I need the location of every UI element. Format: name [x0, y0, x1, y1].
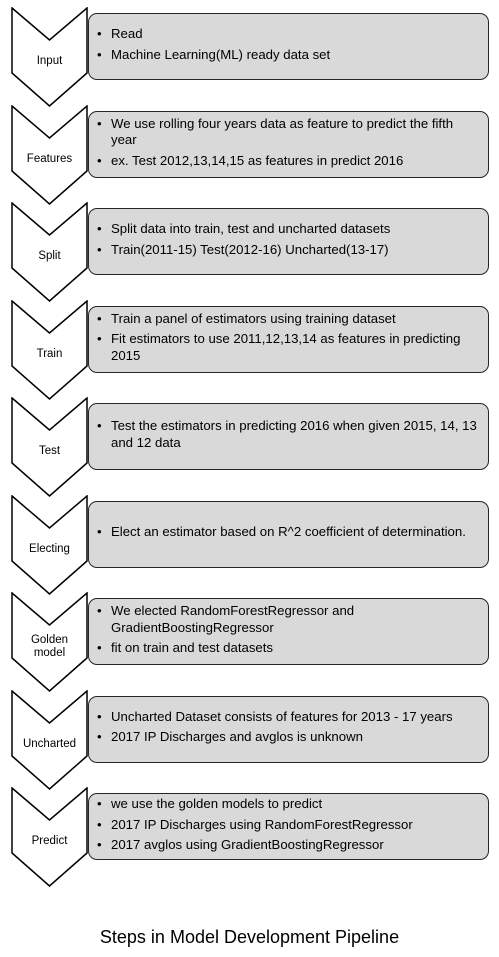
step-label-line: model: [33, 647, 66, 659]
step-label-line: Input: [36, 55, 63, 67]
step-chevron: [11, 7, 88, 107]
bullet-item: We use rolling four years data as featur…: [97, 116, 478, 149]
step-label-line: Test: [38, 445, 61, 457]
pipeline-step: Split Split data into train, test and unc…: [0, 202, 499, 302]
step-label-line: Train: [36, 347, 63, 360]
step-chevron: [11, 397, 88, 497]
bullet-list: Train a panel of estimators using traini…: [97, 311, 478, 365]
bullet-item: Read: [97, 26, 478, 43]
pipeline-step: Train Train a panel of estimators using t…: [0, 299, 499, 400]
pipeline-step: Electing Elect an estimator based on R^2 …: [0, 494, 499, 595]
bullet-item: 2017 IP Discharges using RandomForestReg…: [97, 817, 478, 834]
bullet-list: Split data into train, test and uncharte…: [97, 221, 478, 258]
step-label: Features: [11, 153, 88, 166]
step-description-box: Elect an estimator based on R^2 coeffici…: [88, 500, 489, 568]
bullet-item: Machine Learning(ML) ready data set: [97, 47, 478, 64]
bullet-list: Uncharted Dataset consists of features f…: [97, 709, 478, 746]
step-chevron: [11, 202, 88, 302]
step-label: Electing: [11, 543, 88, 556]
bullet-item: 2017 avglos using GradientBoostingRegres…: [97, 837, 478, 854]
bullet-item: fit on train and test datasets: [97, 640, 478, 657]
step-label: Uncharted: [11, 738, 88, 751]
step-label-line: Golden: [30, 634, 69, 646]
bullet-item: Test the estimators in predicting 2016 w…: [97, 418, 478, 451]
bullet-item: Fit estimators to use 2011,12,13,14 as f…: [97, 331, 478, 364]
step-label: Input: [11, 55, 88, 68]
step-description-box: ReadMachine Learning(ML) ready data set: [88, 13, 489, 80]
step-description-box: Train a panel of estimators using traini…: [88, 305, 489, 373]
bullet-item: we use the golden models to predict: [97, 796, 478, 813]
pipeline-step: Predict we use the golden models to predi…: [0, 787, 499, 887]
bullet-item: Split data into train, test and uncharte…: [97, 221, 478, 238]
step-chevron: [11, 104, 88, 205]
pipeline-step: Test Test the estimators in predicting 20…: [0, 397, 499, 497]
step-chevron: [11, 592, 88, 692]
pipeline-diagram: Input ReadMachine Learning(ML) ready data…: [0, 0, 499, 900]
step-chevron: [11, 299, 88, 400]
step-label-line: Uncharted: [22, 737, 77, 750]
step-chevron: [11, 787, 88, 887]
bullet-item: Train(2011-15) Test(2012-16) Uncharted(1…: [97, 242, 478, 259]
bullet-item: We elected RandomForestRegressor and Gra…: [97, 603, 478, 636]
step-description-box: Uncharted Dataset consists of features f…: [88, 695, 489, 763]
step-label: Test: [11, 445, 88, 458]
step-label: Train: [11, 348, 88, 361]
pipeline-step: Features We use rolling four years data a…: [0, 104, 499, 205]
bullet-list: ReadMachine Learning(ML) ready data set: [97, 26, 478, 63]
pipeline-step: Uncharted Uncharted Dataset consists of f…: [0, 689, 499, 790]
step-label-line: Features: [26, 152, 73, 165]
step-label-line: Electing: [29, 542, 70, 555]
bullet-item: 2017 IP Discharges and avglos is unknown: [97, 729, 478, 746]
bullet-item: Elect an estimator based on R^2 coeffici…: [97, 524, 478, 541]
step-label-line: Predict: [31, 835, 68, 847]
step-description-box: Split data into train, test and uncharte…: [88, 208, 489, 275]
step-chevron: [11, 689, 88, 790]
bullet-item: Train a panel of estimators using traini…: [97, 311, 478, 328]
bullet-item: Uncharted Dataset consists of features f…: [97, 709, 478, 726]
bullet-list: We use rolling four years data as featur…: [97, 116, 478, 170]
bullet-list: We elected RandomForestRegressor and Gra…: [97, 603, 478, 657]
bullet-item: ex. Test 2012,13,14,15 as features in pr…: [97, 153, 478, 170]
bullet-list: Test the estimators in predicting 2016 w…: [97, 418, 478, 451]
step-chevron: [11, 494, 88, 595]
bullet-list: we use the golden models to predict 2017 …: [97, 796, 478, 854]
step-description-box: We use rolling four years data as featur…: [88, 110, 489, 178]
diagram-caption: Steps in Model Development Pipeline: [99, 927, 400, 947]
step-description-box: Test the estimators in predicting 2016 w…: [88, 403, 489, 470]
bullet-list: Elect an estimator based on R^2 coeffici…: [97, 524, 478, 541]
step-label: Split: [11, 250, 88, 263]
step-description-box: we use the golden models to predict 2017 …: [88, 793, 489, 860]
pipeline-step: Input ReadMachine Learning(ML) ready data…: [0, 7, 499, 107]
step-label-line: Split: [38, 250, 61, 262]
step-label: Predict: [11, 835, 88, 848]
step-description-box: We elected RandomForestRegressor and Gra…: [88, 598, 489, 665]
